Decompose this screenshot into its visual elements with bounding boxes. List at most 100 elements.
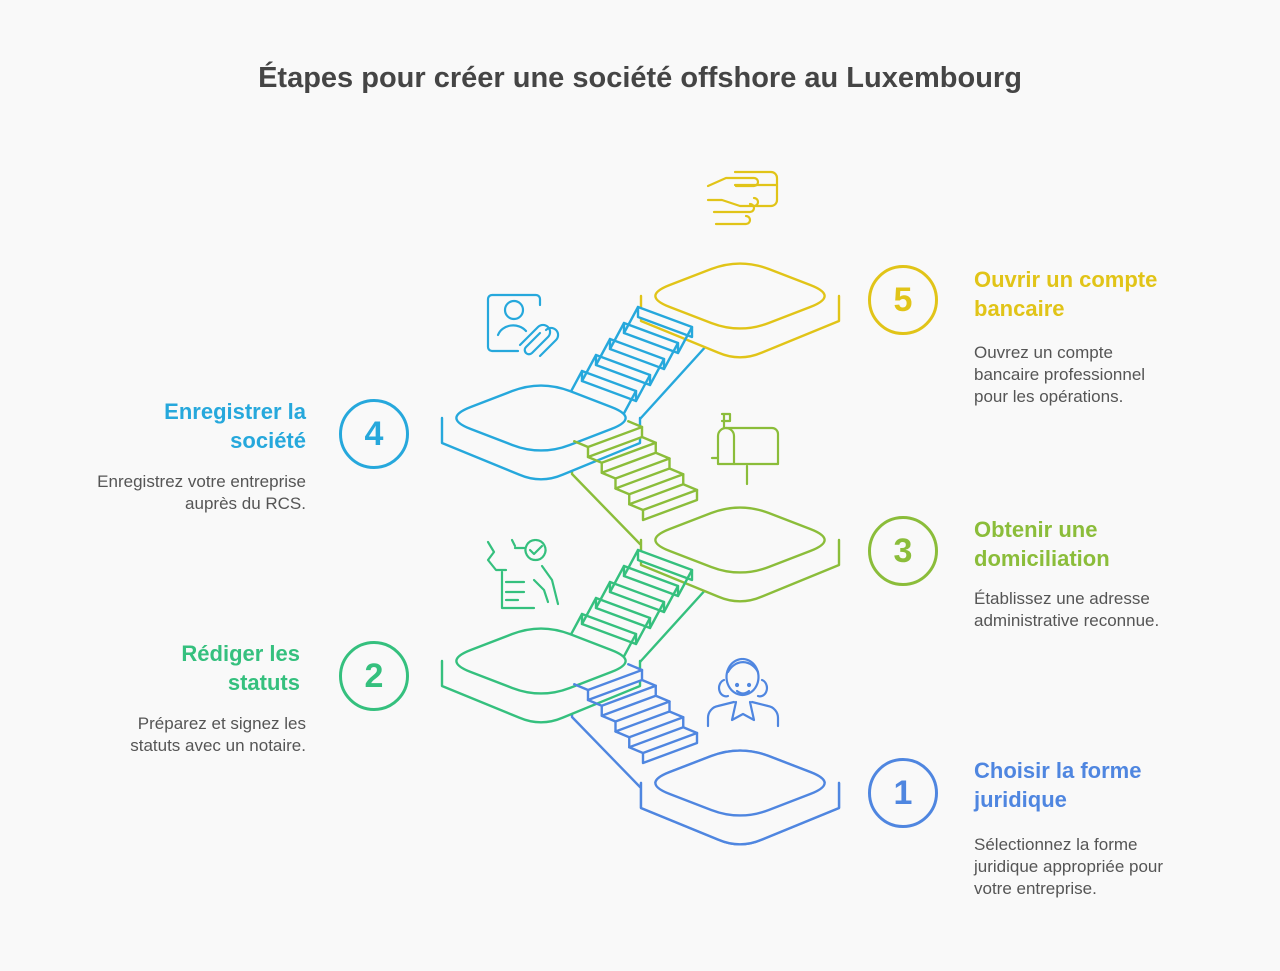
step-3-heading: Obtenir une domiciliation bbox=[974, 517, 1110, 571]
stair-tread-edge bbox=[676, 325, 694, 355]
stair-tread-edge bbox=[628, 503, 645, 512]
stair-tread-edge bbox=[668, 467, 685, 476]
step-3-number: 3 bbox=[893, 531, 913, 570]
lawyer-icon bbox=[706, 657, 780, 728]
step-3-description: Établissez une adresse administrative re… bbox=[974, 589, 1160, 630]
signed-document-icon-stroke bbox=[540, 564, 560, 606]
registration-document-icon-stroke bbox=[503, 299, 525, 321]
stair-tread-edge bbox=[594, 337, 612, 367]
lawyer-icon-stroke bbox=[726, 661, 760, 674]
step-1-number-circle: 1 bbox=[868, 758, 938, 828]
lawyer-icon-stroke bbox=[706, 700, 780, 728]
stair-2 bbox=[566, 548, 694, 662]
stair-3 bbox=[573, 420, 699, 522]
platform-2-top bbox=[455, 627, 627, 695]
stair-tread-edge bbox=[620, 632, 638, 662]
stair-tread-edge bbox=[640, 435, 657, 444]
stair-1 bbox=[573, 663, 699, 765]
signed-document-icon-stroke bbox=[510, 538, 517, 548]
mailbox-icon bbox=[710, 412, 780, 486]
bank-card-icon-stroke bbox=[706, 196, 760, 208]
bank-card-icon bbox=[706, 170, 779, 226]
signed-document-icon-stroke bbox=[532, 578, 550, 604]
stair-tread-edge bbox=[648, 357, 666, 387]
stair-tread-edge bbox=[622, 305, 640, 335]
stair-step bbox=[641, 731, 699, 765]
stair-tread-edge bbox=[573, 440, 590, 449]
lawyer-icon-stroke bbox=[734, 682, 740, 688]
bank-card-icon-stroke bbox=[706, 176, 760, 188]
lawyer-icon-stroke bbox=[725, 657, 760, 697]
step-1-description: Sélectionnez la forme juridique appropri… bbox=[974, 835, 1164, 898]
mailbox-icon-stroke bbox=[720, 412, 732, 423]
stair-tread-edge bbox=[662, 584, 680, 614]
stair-tread-edge bbox=[580, 353, 598, 383]
stair-4 bbox=[566, 305, 694, 419]
stair-tread-edge bbox=[627, 420, 644, 429]
stair-tread-edge bbox=[676, 568, 694, 598]
stair-tread-edge bbox=[620, 389, 638, 419]
platform-1-front-top bbox=[654, 749, 826, 817]
lawyer-icon-stroke bbox=[730, 700, 756, 722]
signed-document-icon-stroke bbox=[528, 544, 544, 556]
signed-document-icon bbox=[486, 538, 560, 610]
lawyer-icon-stroke bbox=[756, 678, 768, 698]
stair-tread-edge bbox=[634, 373, 652, 403]
stair-tread-edge bbox=[573, 683, 590, 692]
step-5-number-circle: 5 bbox=[868, 265, 938, 335]
step-2-number: 2 bbox=[364, 656, 384, 695]
signed-document-icon-stroke bbox=[500, 570, 536, 610]
registration-document-icon-stroke bbox=[496, 324, 528, 337]
platform-3 bbox=[639, 506, 841, 603]
step-2-description: Préparez et signez les statuts avec un n… bbox=[130, 714, 306, 755]
stair-tread-edge bbox=[594, 580, 612, 610]
stair-tread-edge bbox=[586, 455, 603, 464]
bank-card-icon-stroke bbox=[714, 214, 752, 226]
step-1-number: 1 bbox=[893, 773, 913, 812]
registration-document-icon-stroke bbox=[486, 293, 542, 353]
step-4-number-circle: 4 bbox=[339, 399, 409, 469]
stair-step bbox=[636, 305, 694, 339]
platform-5 bbox=[639, 262, 841, 359]
step-5-number: 5 bbox=[893, 280, 913, 319]
stair-tread-edge bbox=[600, 471, 617, 480]
step-1-heading: Choisir la forme juridique bbox=[974, 758, 1142, 812]
stair-tread-edge bbox=[634, 616, 652, 646]
stair-tread-edge bbox=[627, 663, 644, 672]
bank-card-icon-stroke bbox=[733, 170, 779, 208]
stair-step bbox=[641, 488, 699, 522]
registration-document-icon-stroke bbox=[538, 326, 560, 358]
stair-tread-edge bbox=[608, 321, 626, 351]
stair-tread-edge bbox=[586, 698, 603, 707]
signed-document-icon-stroke bbox=[486, 540, 508, 572]
page-title: Étapes pour créer une société offshore a… bbox=[258, 62, 1022, 94]
step-2-number-circle: 2 bbox=[339, 641, 409, 711]
lawyer-icon-stroke bbox=[746, 682, 752, 688]
step-5-heading: Ouvrir un compte bancaire bbox=[974, 267, 1158, 321]
signed-document-icon-stroke bbox=[524, 538, 547, 562]
lawyer-icon-stroke bbox=[718, 678, 730, 698]
step-5-description: Ouvrez un compte bancaire professionnel … bbox=[974, 343, 1146, 406]
lawyer-icon-stroke bbox=[735, 689, 751, 695]
stair-tread-edge bbox=[608, 564, 626, 594]
registration-document-icon-stroke bbox=[518, 323, 552, 356]
step-4-description: Enregistrez votre entreprise auprès du R… bbox=[97, 472, 306, 513]
stair-tread-edge bbox=[628, 746, 645, 755]
stair-tread-edge bbox=[614, 487, 631, 496]
bank-card-icon-stroke bbox=[712, 202, 756, 214]
stair-tread-edge bbox=[600, 714, 617, 723]
stair-tread-edge bbox=[622, 548, 640, 578]
stair-tread-edge bbox=[662, 341, 680, 371]
platform-2 bbox=[440, 627, 642, 724]
platform-1-front bbox=[639, 749, 841, 846]
platform-4-top bbox=[455, 384, 627, 452]
stair-tread-edge bbox=[640, 678, 657, 687]
mailbox-icon-stroke bbox=[724, 426, 780, 466]
platform-3-top bbox=[654, 506, 826, 574]
stair-tread-edge bbox=[654, 451, 671, 460]
step-2-heading: Rédiger les statuts bbox=[181, 641, 300, 695]
registration-document-icon bbox=[486, 293, 560, 358]
platform-5-top bbox=[654, 262, 826, 330]
stair-tread-edge bbox=[682, 483, 699, 492]
stair-tread-edge bbox=[668, 710, 685, 719]
